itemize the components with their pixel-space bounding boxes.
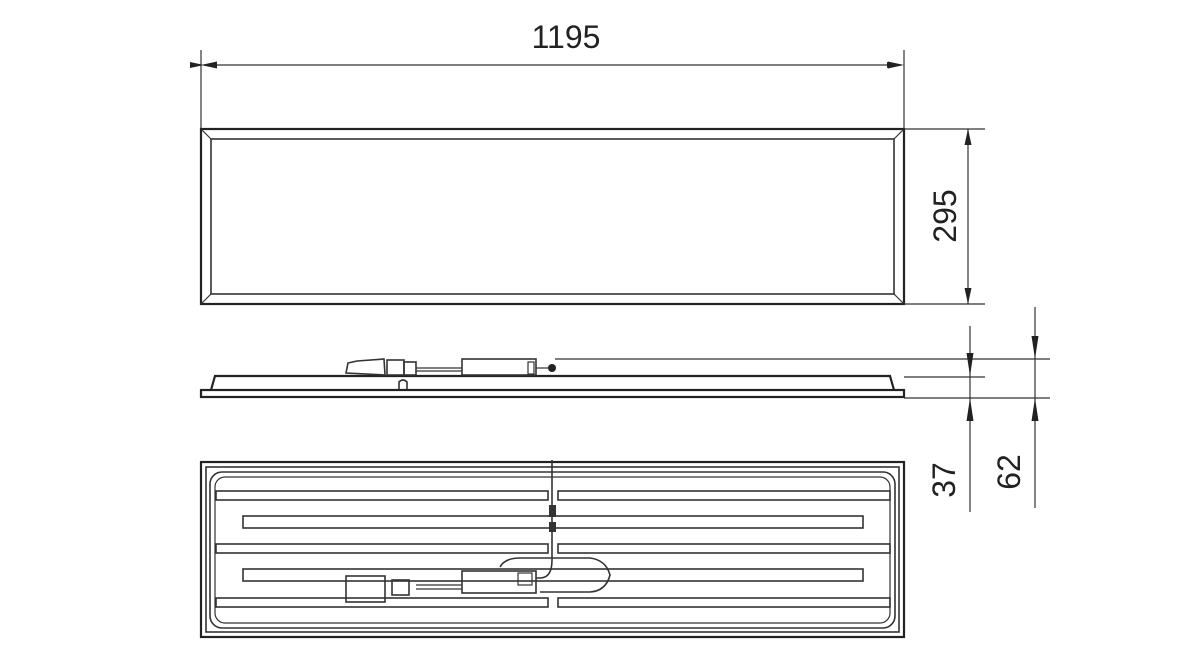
- side-view: [199, 358, 1050, 399]
- total-height-label: 62: [991, 454, 1027, 490]
- width-dimension: 295: [904, 128, 985, 305]
- bottom-view: [199, 460, 906, 639]
- height-dimensions: 37 62: [926, 307, 1039, 512]
- top-view: [199, 127, 906, 306]
- body-height-label: 37: [926, 462, 962, 498]
- width-label: 295: [927, 189, 963, 242]
- length-dimension: 1195: [190, 19, 905, 129]
- length-label: 1195: [532, 19, 601, 55]
